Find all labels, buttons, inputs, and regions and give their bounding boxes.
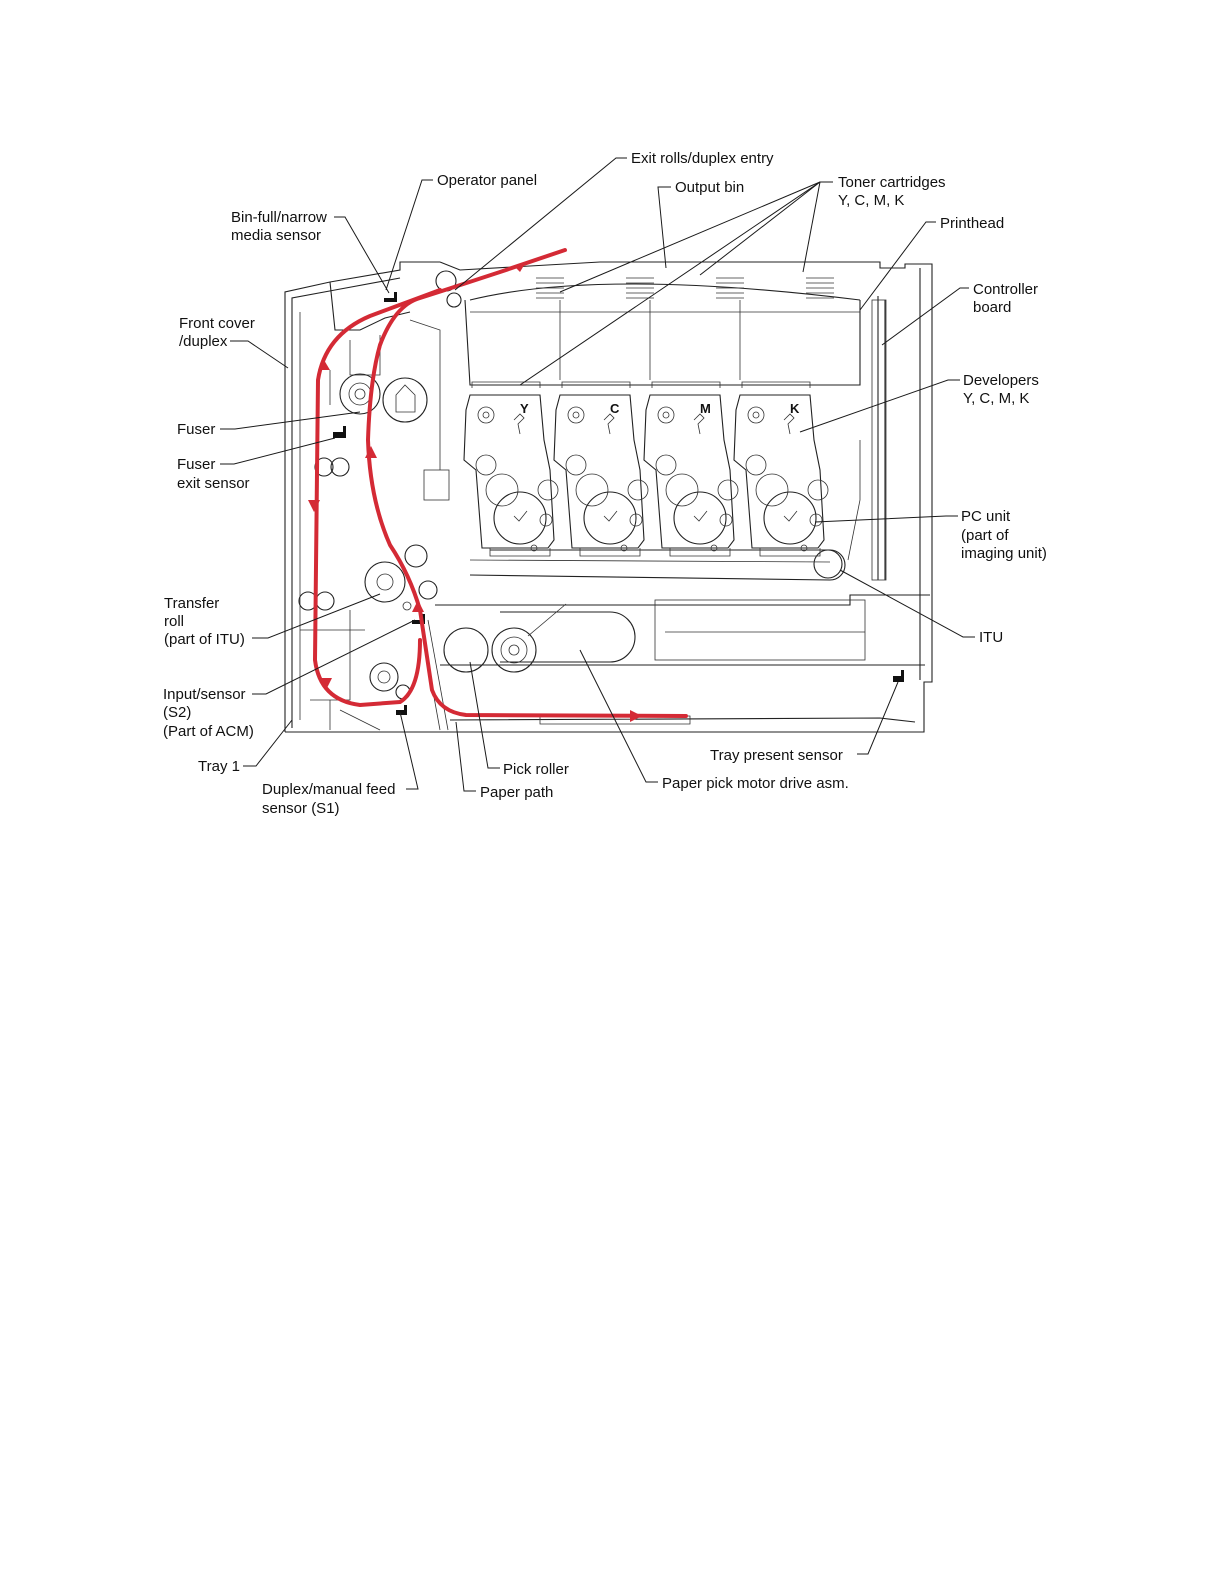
label-pick-motor: Paper pick motor drive asm. <box>662 775 849 792</box>
label-toner-cartridges: Toner cartridges <box>838 174 946 191</box>
label-controller: Controller <box>973 281 1038 298</box>
label-bin-full: Bin-full/narrow <box>231 209 327 226</box>
fuser-exit-sensor-icon <box>333 426 346 438</box>
label-toner-colors: Y, C, M, K <box>838 192 904 209</box>
duplex-sensor-icon <box>396 705 407 715</box>
label-fuser-exit: Fuser <box>177 456 215 473</box>
pc-drum <box>673 491 727 545</box>
arrow-icon <box>514 262 526 272</box>
bin-full-sensor-icon <box>384 292 397 302</box>
station-letter-c: C <box>610 401 620 416</box>
label-itu: ITU <box>979 629 1003 646</box>
label-pc-unit-imaging: imaging unit) <box>961 545 1047 562</box>
label-printhead: Printhead <box>940 215 1004 232</box>
callout-labels: Exit rolls/duplex entry Operator panel O… <box>163 150 1047 817</box>
label-tray1: Tray 1 <box>198 758 240 775</box>
label-pc-unit-part: (part of <box>961 527 1009 544</box>
station-letter-m: M <box>700 401 711 416</box>
developer-station-c: C <box>553 277 654 557</box>
arrow-icon <box>320 678 332 690</box>
label-bin-full-sensor: media sensor <box>231 227 321 244</box>
tray-present-sensor-icon <box>893 670 904 682</box>
label-front-cover-duplex: /duplex <box>179 333 228 350</box>
arrow-icon <box>412 600 424 612</box>
label-developers: Developers <box>963 372 1039 389</box>
arrow-icon <box>308 500 320 512</box>
label-paper-path: Paper path <box>480 784 553 801</box>
printer-chassis <box>284 261 933 733</box>
label-fuser-exit-sensor: exit sensor <box>177 475 250 492</box>
label-tray-present: Tray present sensor <box>710 747 843 764</box>
label-duplex-sensor: Duplex/manual feed <box>262 781 395 798</box>
leader-lines <box>220 157 975 792</box>
label-developers-colors: Y, C, M, K <box>963 390 1029 407</box>
label-transfer-itu: (part of ITU) <box>164 631 245 648</box>
pc-drum <box>583 491 637 545</box>
developer-station-k: K <box>733 277 834 557</box>
label-transfer: Transfer <box>164 595 219 612</box>
label-output-bin: Output bin <box>675 179 744 196</box>
pc-drum <box>493 491 547 545</box>
paper-path-main <box>366 248 688 718</box>
label-controller-board: board <box>973 299 1011 316</box>
developer-station-m: M <box>643 277 744 557</box>
arrow-icon <box>630 710 642 722</box>
label-input-sensor-acm: (Part of ACM) <box>163 723 254 740</box>
label-transfer-roll: roll <box>164 613 184 630</box>
label-duplex-sensor-s1: sensor (S1) <box>262 800 340 817</box>
label-pc-unit: PC unit <box>961 508 1011 525</box>
paper-path-highlight <box>308 248 688 722</box>
label-input-sensor: Input/sensor <box>163 686 246 703</box>
arrow-icon <box>318 360 330 370</box>
station-letter-k: K <box>790 401 800 416</box>
arrow-icon <box>365 446 377 458</box>
label-operator-panel: Operator panel <box>437 172 537 189</box>
label-input-sensor-s2: (S2) <box>163 704 191 721</box>
label-exit-rolls: Exit rolls/duplex entry <box>631 150 774 167</box>
station-letter-y: Y <box>520 401 529 416</box>
label-front-cover: Front cover <box>179 315 255 332</box>
pc-drum <box>763 491 817 545</box>
label-fuser: Fuser <box>177 421 215 438</box>
developer-station-y: Y <box>463 277 564 557</box>
label-pick-roller: Pick roller <box>503 761 569 778</box>
